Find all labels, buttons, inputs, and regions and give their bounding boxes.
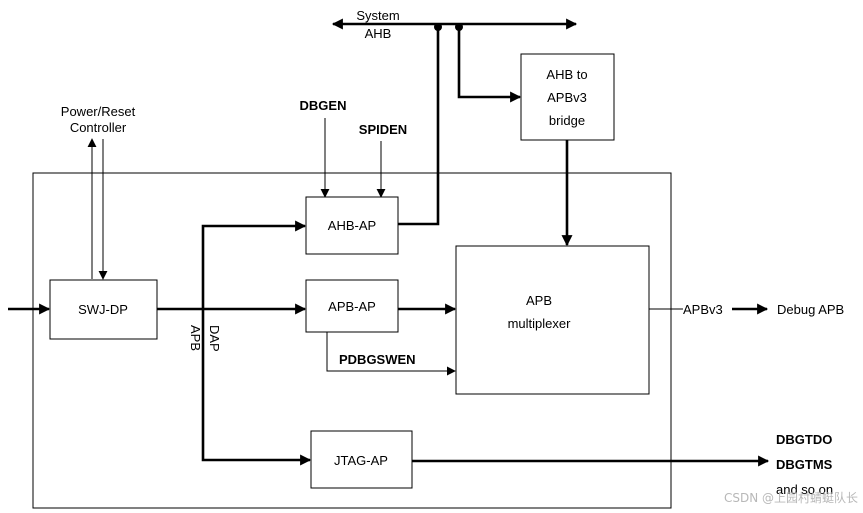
debug-apb-label: Debug APB <box>777 302 844 317</box>
dbgtdo-label: DBGTDO <box>776 432 832 447</box>
apb-ap-block <box>305 279 399 333</box>
jtag-ap-block <box>310 430 413 489</box>
swj-dp-block <box>49 279 158 340</box>
watermark: CSDN @上园村蜻蜓队长 <box>724 490 858 505</box>
swj-dp-label: SWJ-DP <box>78 302 128 317</box>
system-ahb-label-line2: AHB <box>365 26 392 41</box>
dap-apb-to-jtag-ap <box>201 309 312 466</box>
dap-apb-label-line2: APB <box>188 325 203 351</box>
bridge-label-line1: AHB to <box>546 67 587 82</box>
ahb-to-apbv3-bridge-block <box>520 53 615 141</box>
power-reset-label-line1: Power/Reset <box>61 104 136 119</box>
spiden-label: SPIDEN <box>359 122 407 137</box>
pdbgswen-line <box>326 332 456 376</box>
power-reset-label-line2: Controller <box>70 120 127 135</box>
apb-mux-label-line1: APB <box>526 293 552 308</box>
apb-multiplexer-block <box>455 245 650 395</box>
apbv3-label: APBv3 <box>683 302 723 317</box>
jtag-ap-label: JTAG-AP <box>334 453 388 468</box>
and-so-on-label: and so on <box>776 482 833 497</box>
ahb-ap-label: AHB-AP <box>328 218 376 233</box>
bridge-label-line3: bridge <box>549 113 585 128</box>
system-ahb-to-bridge <box>457 27 522 103</box>
pdbgswen-label: PDBGSWEN <box>339 352 416 367</box>
dap-apb-label-line1: DAP <box>207 325 222 352</box>
dbgen-label: DBGEN <box>300 98 347 113</box>
dap-apb-to-ahb-ap <box>201 220 307 309</box>
apb-ap-label: APB-AP <box>328 299 376 314</box>
system-ahb-label-line1: System <box>356 8 399 23</box>
bridge-label-line2: APBv3 <box>547 90 587 105</box>
ahb-ap-block <box>305 196 399 255</box>
debug-subsystem-frame <box>32 172 672 509</box>
dbgtms-label: DBGTMS <box>776 457 833 472</box>
apb-mux-label-line2: multiplexer <box>508 316 572 331</box>
ahb-ap-to-system-ahb <box>398 27 440 226</box>
